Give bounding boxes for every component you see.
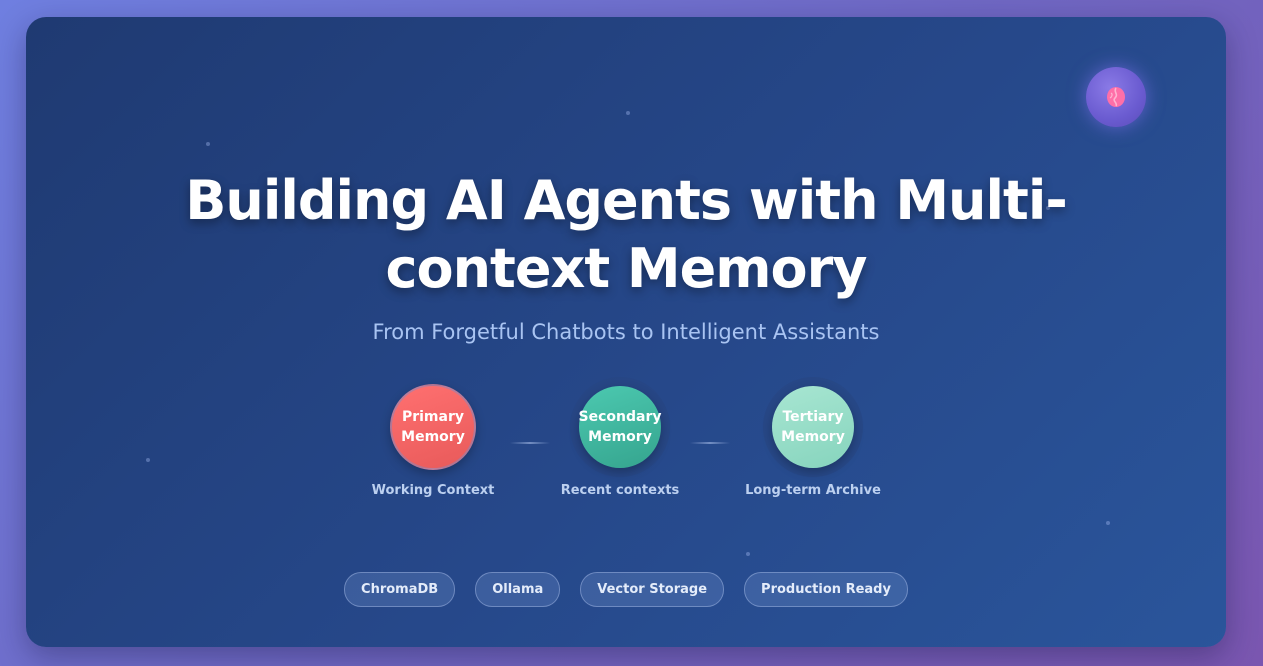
decorative-dot	[146, 458, 150, 462]
tag-chromadb: ChromaDB	[344, 572, 456, 607]
memory-circle-wrap: Primary Memory	[383, 377, 483, 477]
decorative-dot	[206, 142, 210, 146]
memory-name: Memory	[401, 429, 465, 445]
memory-name: Primary	[401, 409, 464, 425]
memory-name: Secondary	[578, 409, 662, 425]
title-line: Building AI Agents with Multi-	[185, 169, 1068, 232]
decorative-dot	[626, 111, 630, 115]
primary-memory-node: Primary Memory Working Context	[353, 377, 513, 498]
title-line: context Memory	[385, 237, 868, 300]
memory-connector	[510, 442, 550, 444]
memory-name: Memory	[588, 429, 652, 445]
slide-card: Building AI Agents with Multi- context M…	[26, 17, 1226, 647]
memory-name: Memory	[781, 429, 845, 445]
memory-circle-wrap: Tertiary Memory	[763, 377, 863, 477]
page-subtitle: From Forgetful Chatbots to Intelligent A…	[372, 320, 880, 344]
decorative-dot	[1106, 521, 1110, 525]
decorative-dot	[1046, 206, 1050, 210]
secondary-memory-node: Secondary Memory Recent contexts	[540, 377, 700, 498]
memory-name: Tertiary	[782, 409, 844, 425]
tag-production-ready: Production Ready	[744, 572, 908, 607]
memory-circle-wrap: Secondary Memory	[570, 377, 670, 477]
memory-caption: Working Context	[371, 483, 495, 498]
memory-circle: Primary Memory	[390, 384, 476, 470]
brain-icon	[1107, 87, 1125, 107]
memory-circle: Secondary Memory	[579, 386, 661, 468]
tech-tags: ChromaDB Ollama Vector Storage Productio…	[26, 572, 1226, 607]
tag-ollama: Ollama	[475, 572, 561, 607]
page-title: Building AI Agents with Multi- context M…	[26, 167, 1226, 303]
tag-vector-storage: Vector Storage	[580, 572, 725, 607]
memory-caption: Long-term Archive	[745, 483, 881, 498]
memory-connector	[690, 442, 730, 444]
decorative-dot	[746, 552, 750, 556]
memory-caption: Recent contexts	[560, 483, 680, 498]
brain-badge	[1086, 67, 1146, 127]
memory-hierarchy: Primary Memory Working Context Secondary…	[26, 377, 1226, 517]
tertiary-memory-node: Tertiary Memory Long-term Archive	[733, 377, 893, 498]
memory-circle: Tertiary Memory	[772, 386, 854, 468]
